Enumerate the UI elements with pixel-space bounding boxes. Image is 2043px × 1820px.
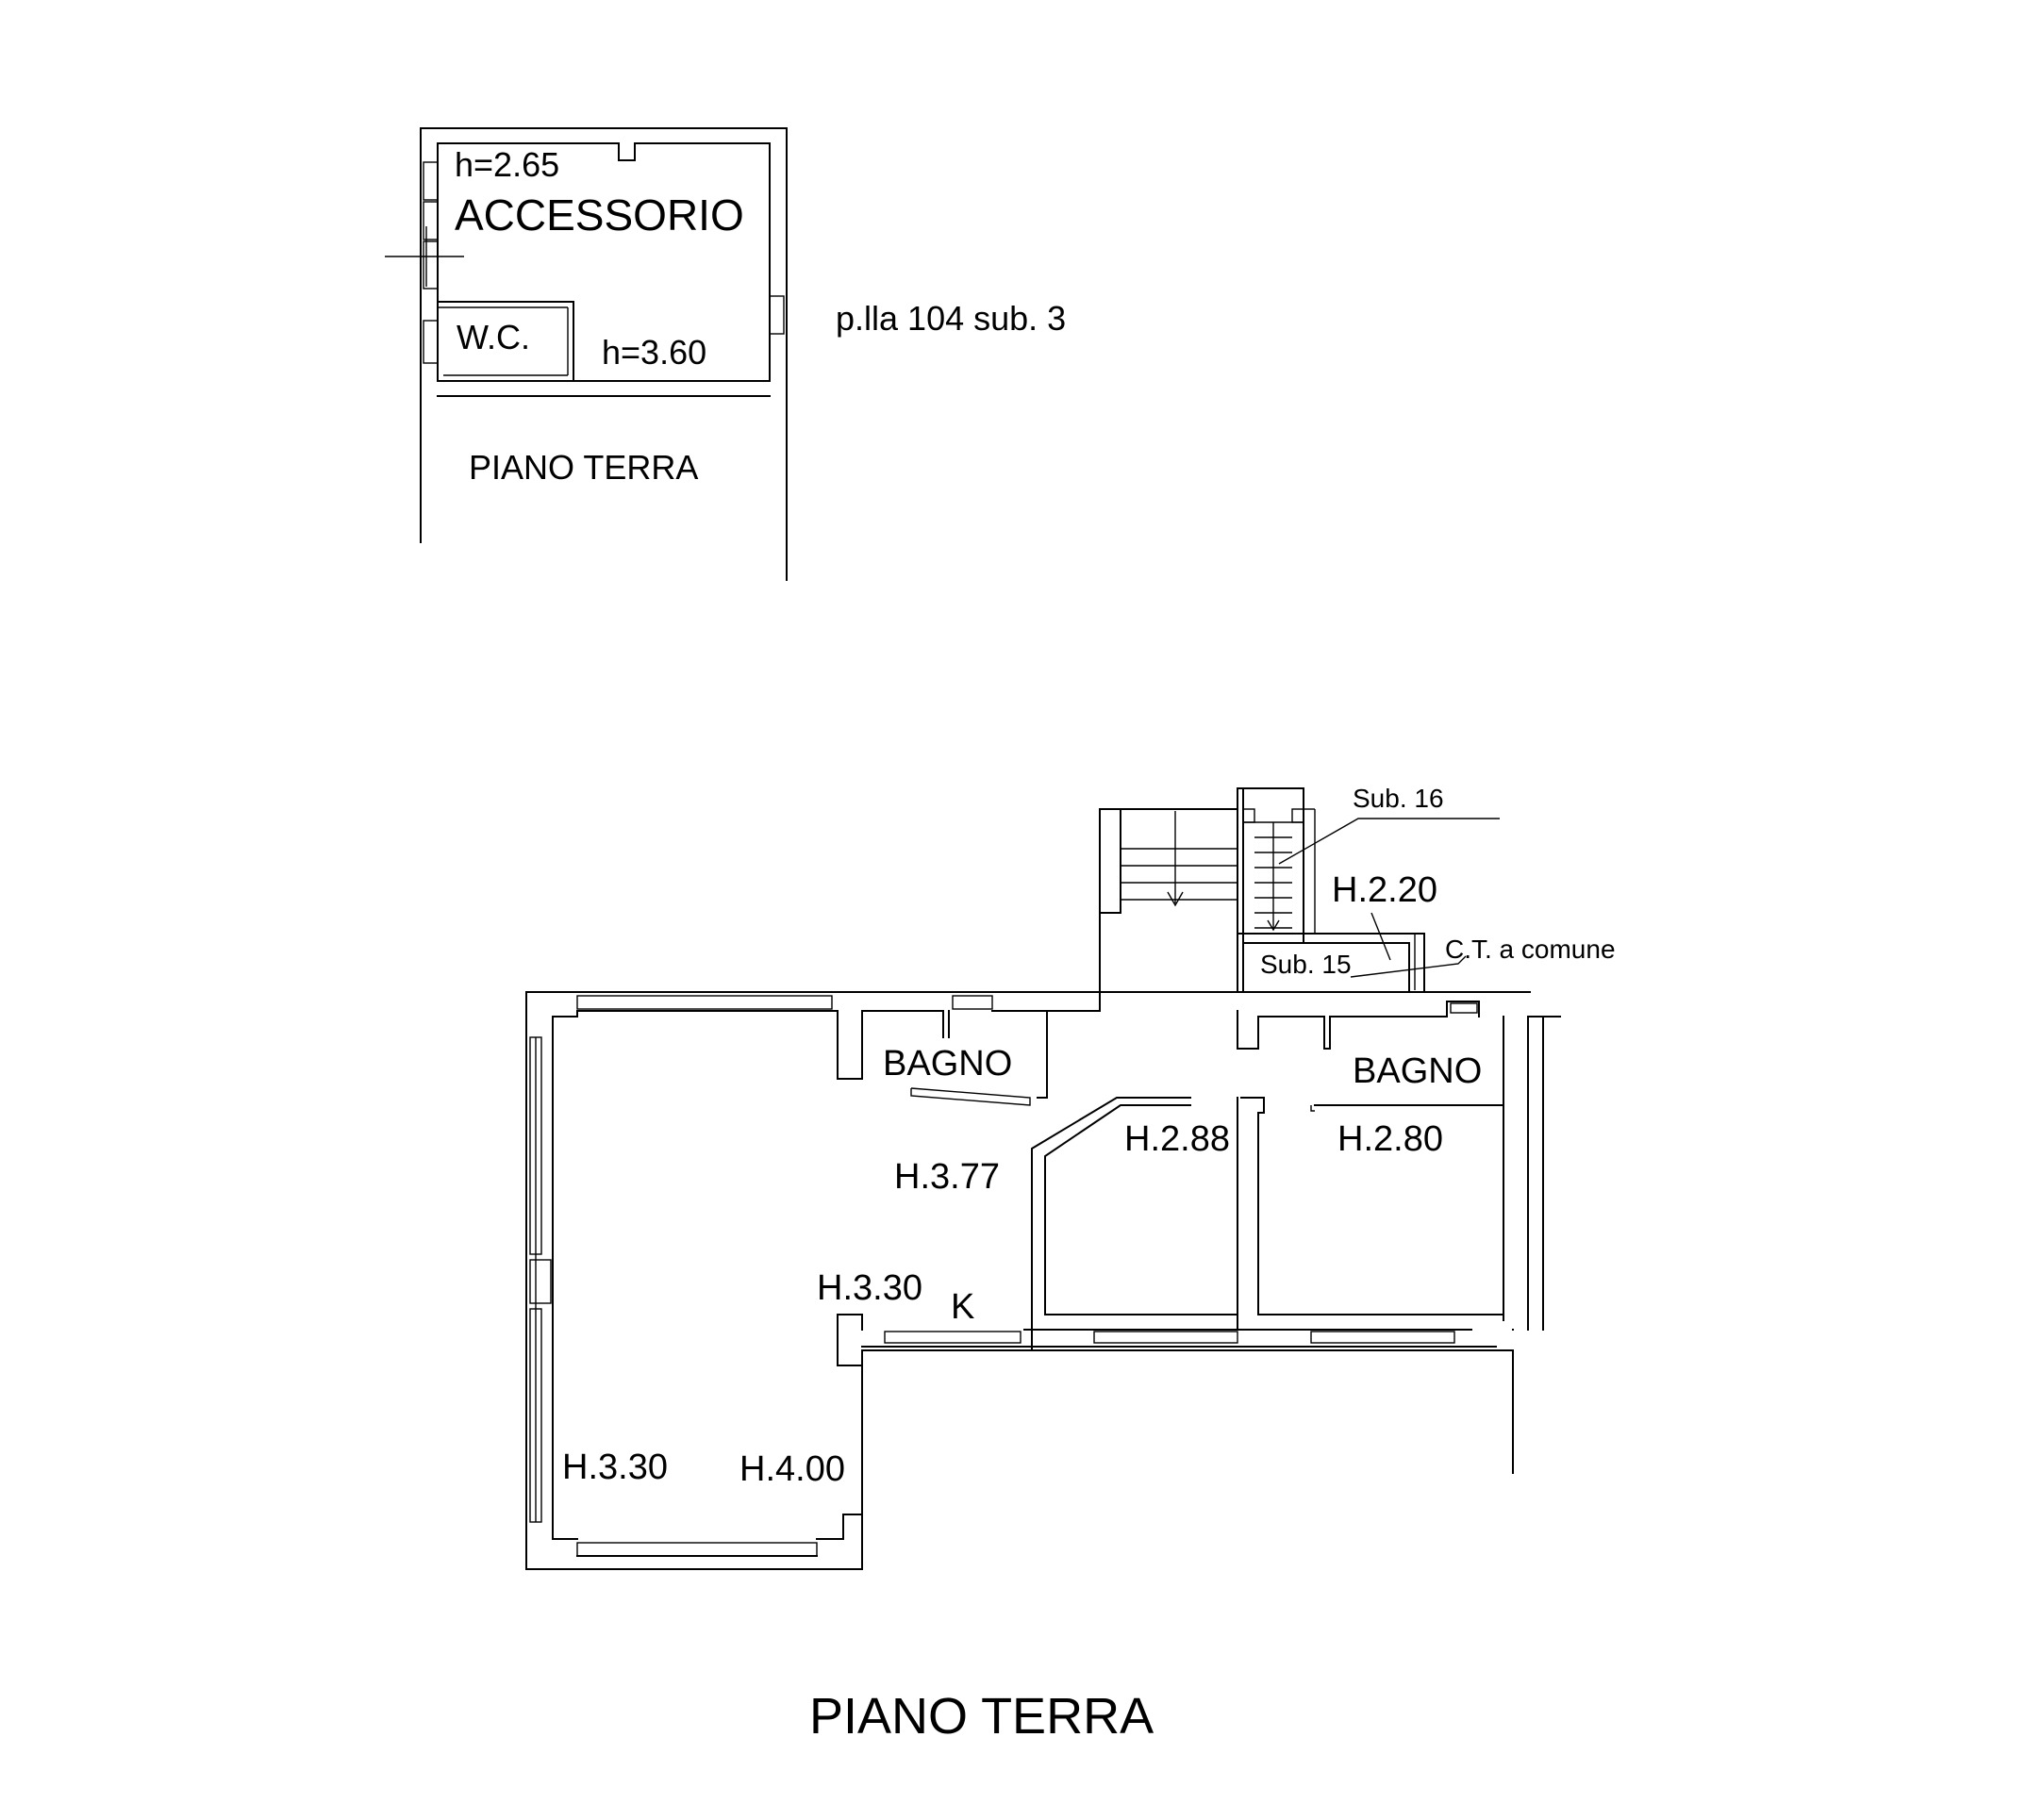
height-330-mid-label: H.3.30	[817, 1268, 922, 1308]
kitchen-label: K	[951, 1287, 974, 1327]
height-377-label: H.3.77	[894, 1157, 1000, 1197]
main-plan-walls	[525, 787, 1561, 1570]
wc-label: W.C.	[457, 318, 530, 356]
ct-common-label: C.T. a comune	[1445, 935, 1616, 964]
stair-height-label: H.2.20	[1332, 870, 1437, 910]
bagno-left-label: BAGNO	[883, 1044, 1012, 1084]
height-280-label: H.2.80	[1337, 1119, 1443, 1159]
height-288-label: H.2.88	[1124, 1119, 1230, 1159]
height-400-label: H.4.00	[739, 1449, 845, 1489]
accessory-height-bottom: h=3.60	[602, 333, 706, 372]
parcel-label: p.lla 104 sub. 3	[836, 299, 1066, 338]
accessory-room-name: ACCESSORIO	[455, 190, 744, 240]
sub16-label: Sub. 16	[1353, 784, 1444, 813]
accessory-unit-outline	[385, 127, 788, 581]
bagno-right-label: BAGNO	[1353, 1051, 1482, 1091]
accessory-floor-label: PIANO TERRA	[469, 448, 698, 487]
sub15-label: Sub. 15	[1260, 950, 1352, 979]
accessory-height-top: h=2.65	[455, 145, 559, 184]
height-330-low-label: H.3.30	[562, 1448, 668, 1487]
plan-title: PIANO TERRA	[809, 1688, 1154, 1745]
